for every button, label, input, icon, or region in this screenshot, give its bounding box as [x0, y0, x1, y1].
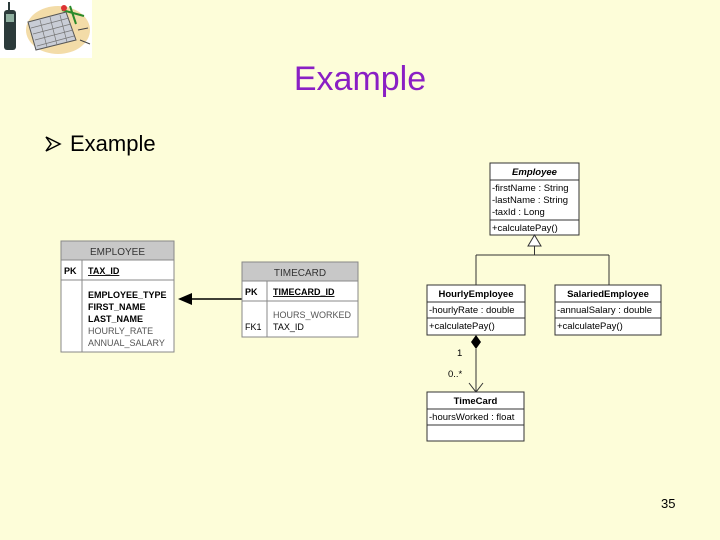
uml-hourly-name: HourlyEmployee	[439, 289, 514, 300]
er-employee-attr: HOURLY_RATE	[88, 326, 153, 336]
uml-hourly-method: +calculatePay()	[429, 321, 495, 332]
er-timecard-pk-label: PK	[245, 287, 258, 297]
er-employee-attr: ANNUAL_SALARY	[88, 338, 165, 348]
uml-employee-class: Employee -firstName : String -lastName :…	[489, 162, 580, 236]
er-employee-pk: TAX_ID	[88, 266, 120, 276]
er-timecard-attr: HOURS_WORKED	[273, 310, 352, 320]
uml-timecard-name: TimeCard	[454, 396, 498, 407]
uml-composition-connector: 1 0..*	[448, 335, 484, 393]
uml-salaried-class: SalariedEmployee -annualSalary : double …	[554, 284, 662, 336]
bullet-item: Example	[44, 131, 156, 157]
er-employee-table: EMPLOYEE PK TAX_ID EMPLOYEE_TYPE FIRST_N…	[60, 240, 175, 353]
er-timecard-fk-label: FK1	[245, 322, 262, 332]
er-employee-name: EMPLOYEE	[90, 247, 145, 258]
er-relationship-arrow	[178, 293, 242, 305]
clipart-logo	[0, 0, 92, 58]
er-employee-attr: EMPLOYEE_TYPE	[88, 290, 167, 300]
multiplicity-many: 0..*	[448, 369, 463, 380]
uml-employee-attr: -lastName : String	[492, 195, 568, 206]
uml-salaried-attr: -annualSalary : double	[557, 305, 652, 316]
page-number: 35	[661, 496, 676, 511]
bullet-text: Example	[70, 131, 156, 156]
er-employee-attr: FIRST_NAME	[88, 302, 146, 312]
multiplicity-one: 1	[457, 348, 462, 359]
uml-employee-name: Employee	[512, 167, 558, 178]
uml-salaried-name: SalariedEmployee	[567, 289, 649, 300]
bullet-arrow-icon	[45, 136, 62, 152]
er-timecard-attr: TAX_ID	[273, 322, 304, 332]
er-timecard-name: TIMECARD	[274, 268, 326, 279]
uml-employee-method: +calculatePay()	[492, 223, 558, 234]
er-timecard-table: TIMECARD PK TIMECARD_ID HOURS_WORKED FK1…	[241, 261, 359, 338]
er-timecard-pk: TIMECARD_ID	[273, 287, 335, 297]
keyboard-icon	[27, 11, 77, 51]
phone-icon	[4, 2, 16, 50]
er-employee-attr: LAST_NAME	[88, 314, 143, 324]
uml-inheritance-connector	[475, 234, 610, 285]
slide-title: Example	[293, 60, 427, 98]
uml-salaried-method: +calculatePay()	[557, 321, 623, 332]
er-employee-pk-label: PK	[64, 266, 77, 276]
uml-timecard-attr: -hoursWorked : float	[429, 412, 515, 423]
uml-hourly-attr: -hourlyRate : double	[429, 305, 515, 316]
uml-hourly-class: HourlyEmployee -hourlyRate : double +cal…	[426, 284, 526, 336]
uml-employee-attr: -taxId : Long	[492, 207, 545, 218]
uml-employee-attr: -firstName : String	[492, 183, 569, 194]
uml-timecard-class: TimeCard -hoursWorked : float	[426, 391, 525, 442]
